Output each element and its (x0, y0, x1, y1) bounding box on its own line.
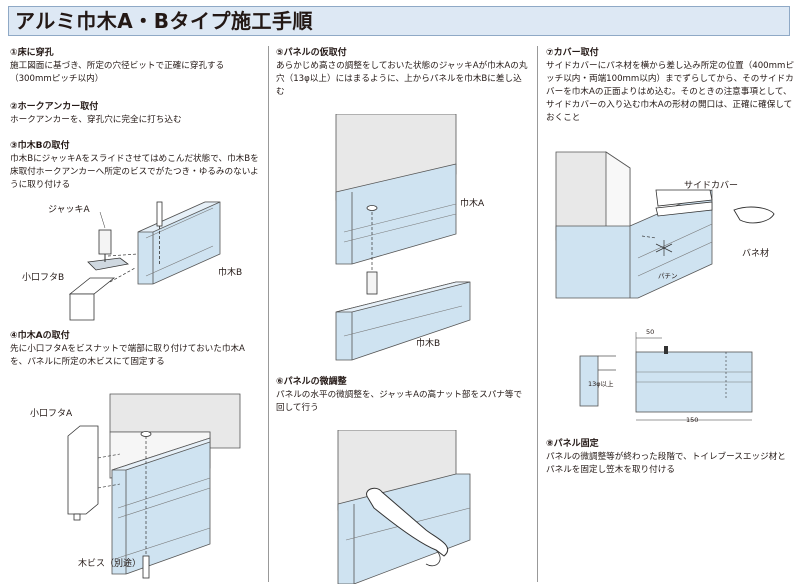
step-6: ⑥パネルの微調整 パネルの水平の微調整を、ジャッキAの高ナット部をスパナ等で回し… (276, 376, 530, 415)
step-heading: ②ホークアンカー取付 (10, 102, 99, 112)
column-divider (537, 46, 538, 582)
step-7: ⑦カバー取付 サイドカバーにパネ材を横から差し込み所定の位置（400mmピッチ以… (546, 47, 794, 125)
label-dim-50: 50 (646, 328, 655, 336)
step-text: パネルの微調整等が終わった段階で、トイレブースエッジ材とパネルを固定し笠木を取り… (546, 452, 786, 475)
habaki-a-install-illustration (67, 393, 241, 579)
step-7-diagram: サイドカバー バネ材 パチン (546, 148, 796, 310)
label-jack-a: ジャッキA (48, 205, 90, 215)
step-heading: ⑦カバー取付 (546, 48, 599, 58)
step-text: サイドカバーにパネ材を横から差し込み所定の位置（400mmピッチ以内・両端100… (546, 61, 794, 123)
label-habaki-b: 巾木B (416, 339, 441, 349)
panel-adjustment-illustration (337, 430, 471, 584)
step-text: ホークアンカーを、穿孔穴に完全に打ち込む (10, 115, 182, 125)
step-1: ①床に穿孔 施工図面に基づき、所定の穴径ビットで正確に穿孔する（300mmピッチ… (10, 47, 262, 86)
page-title: アルミ巾木A・Bタイプ施工手順 (15, 9, 314, 33)
label-wood-screw: 木ビス（別途） (78, 559, 142, 569)
label-koguchi-b: 小口フタB (22, 273, 65, 283)
step-text: あらかじめ高さの調整をしておいた状態のジャッキAが巾木Aの丸穴（13φ以上）には… (276, 61, 528, 97)
step-8: ⑧パネル固定 パネルの微調整等が終わった段階で、トイレブースエッジ材とパネルを固… (546, 438, 794, 477)
step-3-diagram: ジャッキA 小口フタB 巾木B (10, 192, 265, 322)
step-heading: ①床に穿孔 (10, 48, 54, 58)
column-divider (268, 46, 269, 582)
step-heading: ⑥パネルの微調整 (276, 377, 347, 387)
page-header: アルミ巾木A・Bタイプ施工手順 (8, 6, 790, 36)
step-text: 巾木BにジャッキAをスライドさせてはめこんだ状態で、巾木Bを床取付ホークアンカー… (10, 154, 259, 190)
label-koguchi-a: 小口フタA (30, 409, 73, 419)
step-heading: ⑤パネルの仮取付 (276, 48, 347, 58)
step-heading: ④巾木Aの取付 (10, 331, 70, 341)
step-2: ②ホークアンカー取付 ホークアンカーを、穿孔穴に完全に打ち込む (10, 101, 262, 127)
step-5-diagram: 巾木A 巾木B (276, 114, 534, 364)
step-4-diagram: 小口フタA 木ビス（別途） (10, 378, 265, 584)
label-side-cover: サイドカバー (684, 181, 739, 191)
label-dim-13: 13φ以上 (588, 380, 614, 388)
label-dim-150: 150 (686, 416, 699, 424)
label-habaki-a: 巾木A (460, 199, 485, 209)
step-text: パネルの水平の微調整を、ジャッキAの高ナット部をスパナ等で回して行う (276, 390, 523, 413)
cover-dimension-illustration (579, 332, 753, 421)
step-4: ④巾木Aの取付 先に小口フタAをビスナットで端部に取り付けておいた巾木Aを、パネ… (10, 330, 262, 369)
step-text: 先に小口フタAをビスナットで端部に取り付けておいた巾木Aを、パネルに所定の木ビス… (10, 344, 245, 367)
habaki-b-install-illustration (68, 201, 221, 321)
label-spring: バネ材 (742, 249, 770, 259)
step-3: ③巾木Bの取付 巾木BにジャッキAをスライドさせてはめこんだ状態で、巾木Bを床取… (10, 140, 262, 192)
label-pachin: パチン (658, 272, 678, 280)
step-heading: ⑧パネル固定 (546, 439, 599, 449)
label-habaki-b: 巾木B (218, 268, 243, 278)
dimension-diagram: 50 13φ以上 150 (576, 322, 756, 428)
step-6-diagram (276, 430, 534, 584)
cover-install-illustration (555, 151, 775, 299)
step-text: 施工図面に基づき、所定の穴径ビットで正確に穿孔する（300mmピッチ以内） (10, 61, 225, 84)
step-heading: ③巾木Bの取付 (10, 141, 70, 151)
step-5: ⑤パネルの仮取付 あらかじめ高さの調整をしておいた状態のジャッキAが巾木Aの丸穴… (276, 47, 530, 99)
panel-temporary-install-illustration (335, 114, 471, 361)
